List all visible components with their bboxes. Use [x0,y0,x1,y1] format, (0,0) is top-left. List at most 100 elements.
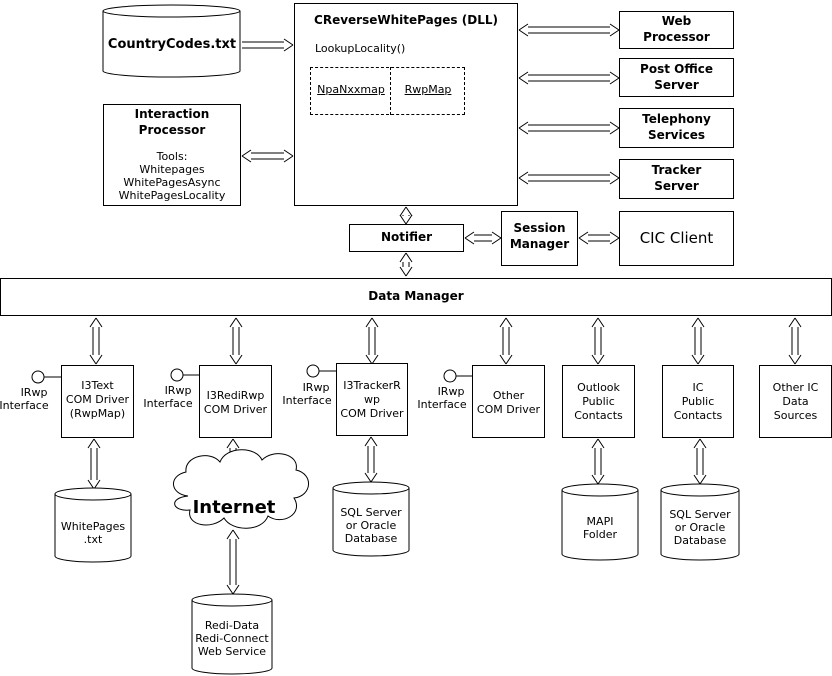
telephony-services-box: Telephony Services [619,108,734,148]
outlook-public-contacts-box: Outlook Public Contacts [562,365,635,438]
arrow-dll-postoffice [518,71,620,85]
arrow-datamanager-driver-4 [499,317,513,365]
cic-client-box: CIC Client [619,211,734,266]
data-manager-label: Data Manager [368,289,464,303]
interaction-processor-box: Interaction Processor Tools: Whitepages … [103,104,241,206]
notifier-label: Notifier [380,230,433,244]
tracker-server-box: Tracker Server [619,159,734,199]
ip-tools-1: Tools: [156,150,188,163]
arrow-ic-sql [693,438,707,485]
other-ic-data-sources-box: Other IC Data Sources [759,365,832,438]
i3text-line-1: I3Text [81,379,114,392]
sql-cylinder-1-rim [332,487,410,495]
web-processor-label-1: Web [661,14,692,28]
i3redirwp-driver-box: I3RediRwp COM Driver [199,365,272,438]
countrycodes-cylinder-rim [102,10,241,18]
i3redirwp-line-1: I3RediRwp [206,389,265,402]
web-processor-label-2: Processor [643,30,710,44]
arrow-i3text-whitepages [87,438,101,490]
telephony-label-1: Telephony [642,112,711,126]
other-ic-line-2: Data [782,395,809,408]
web-processor-box: Web Processor [619,11,734,49]
post-office-label-1: Post Office [640,62,713,76]
arrow-tracker-sql [364,436,378,483]
mapi-cylinder [561,483,639,561]
arrow-datamanager-driver-6 [691,317,705,365]
ic-contacts-line-1: IC [692,381,704,394]
other-ic-line-3: Sources [773,409,818,422]
tracker-label-2: Server [654,179,699,193]
mapi-cylinder-rim [561,489,639,497]
arrow-dll-notifier [399,206,413,225]
interface-circle-4 [443,369,457,383]
ic-public-contacts-box: IC Public Contacts [662,365,734,438]
data-manager-box: Data Manager [0,278,832,316]
telephony-label-2: Services [647,128,706,142]
arrow-outlook-mapi [591,438,605,485]
country-codes-file: CountryCodes.txt [107,37,237,52]
other-driver-line-1: Other [492,389,525,402]
arrow-internet-redi [226,529,240,595]
session-manager-label-1: Session [513,221,566,235]
arrow-datamanager-driver-3 [365,317,379,365]
i3tracker-line-3: COM Driver [340,407,404,420]
outlook-line-1: Outlook [577,381,620,394]
arrow-ip-dll [241,149,294,163]
arrow-dll-telephony [518,121,620,135]
whitepages-cylinder [54,487,132,563]
interface-circle-3 [306,364,320,378]
outlook-line-2: Public [582,395,615,408]
arrow-session-cic [578,231,620,245]
ip-tools-2: Whitepages [139,163,205,176]
redi-cylinder [191,593,273,675]
notifier-box: Notifier [349,224,464,252]
i3tracker-line-2: wp [364,393,380,406]
post-office-label-2: Server [654,78,699,92]
whitepages-cylinder-rim [54,493,132,501]
internet-label: Internet [192,497,276,518]
session-manager-label-2: Manager [509,237,570,251]
npanxx-map: NpaNxxmap [317,83,385,96]
dll-method: LookupLocality() [315,42,406,55]
ic-contacts-line-3: Contacts [673,409,723,422]
ip-tools-3: WhitePagesAsync [123,176,221,189]
outlook-line-3: Contacts [574,409,623,422]
dll-maps-box: NpaNxxmap RwpMap [310,67,465,115]
i3tracker-line-1: I3TrackerR [343,379,401,392]
sql-cylinder-2-rim [660,489,740,497]
arrow-datamanager-driver-5 [591,317,605,365]
internet-cloud [173,449,309,529]
i3text-driver-box: I3Text COM Driver (RwpMap) [61,365,134,438]
arrow-notifier-session [464,231,502,245]
countrycodes-cylinder [102,4,241,78]
i3redirwp-line-2: COM Driver [203,403,268,416]
arrow-dll-web [518,23,620,37]
sql-cylinder-1 [332,481,410,557]
i3text-line-2: COM Driver [65,393,130,406]
rwp-map: RwpMap [404,83,452,96]
arrow-notifier-datamanager [399,252,413,277]
tracker-label-1: Tracker [651,163,702,177]
arrow-dll-tracker [518,171,620,185]
post-office-server-box: Post Office Server [619,58,734,97]
redi-cylinder-rim [191,599,273,607]
interface-circle-2 [170,368,184,382]
arrow-countrycodes-to-dll [242,38,294,52]
other-driver-line-2: COM Driver [476,403,541,416]
sql-cylinder-2 [660,483,740,561]
arrow-datamanager-driver-7 [788,317,802,365]
ip-title-2: Processor [138,123,206,137]
cic-client-label: CIC Client [639,229,714,247]
i3trackerrwp-driver-box: I3TrackerR wp COM Driver [336,363,408,436]
interface-circle-1 [31,370,45,384]
map-divider [390,67,391,115]
ic-contacts-line-2: Public [681,395,715,408]
other-com-driver-box: Other COM Driver [472,365,545,438]
session-manager-box: Session Manager [501,211,578,266]
arrow-datamanager-driver-1 [89,317,103,365]
i3text-line-3: (RwpMap) [69,407,126,420]
arrow-datamanager-driver-2 [229,317,243,365]
dll-box: CReverseWhitePages (DLL) LookupLocality(… [294,3,518,206]
ip-tools-4: WhitePagesLocality [118,189,226,202]
